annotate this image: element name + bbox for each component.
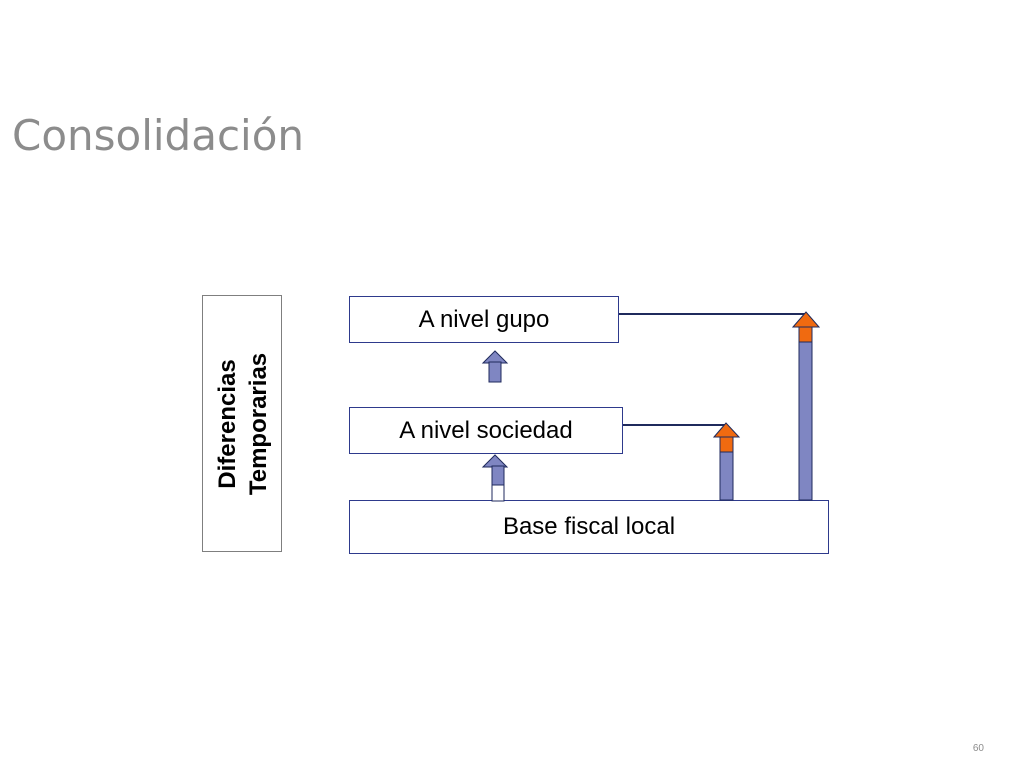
- company-level-box: A nivel sociedad: [349, 407, 623, 454]
- small-up-arrow-upper: [481, 350, 509, 383]
- group-level-box: A nivel gupo: [349, 296, 619, 343]
- slide-title: Consolidación: [12, 111, 305, 160]
- temporary-differences-line2: Temporarias: [245, 352, 272, 496]
- small-up-arrow-lower: [481, 454, 509, 502]
- group-level-arrow: [791, 311, 821, 501]
- local-tax-base-box: Base fiscal local: [349, 500, 829, 554]
- page-number: 60: [972, 743, 984, 754]
- temporary-differences-label-box: Diferencias Temporarias: [202, 295, 282, 552]
- company-level-arrow: [712, 422, 741, 501]
- temporary-differences-line1: Diferencias: [214, 359, 241, 489]
- temporary-differences-label: Diferencias Temporarias: [212, 353, 274, 495]
